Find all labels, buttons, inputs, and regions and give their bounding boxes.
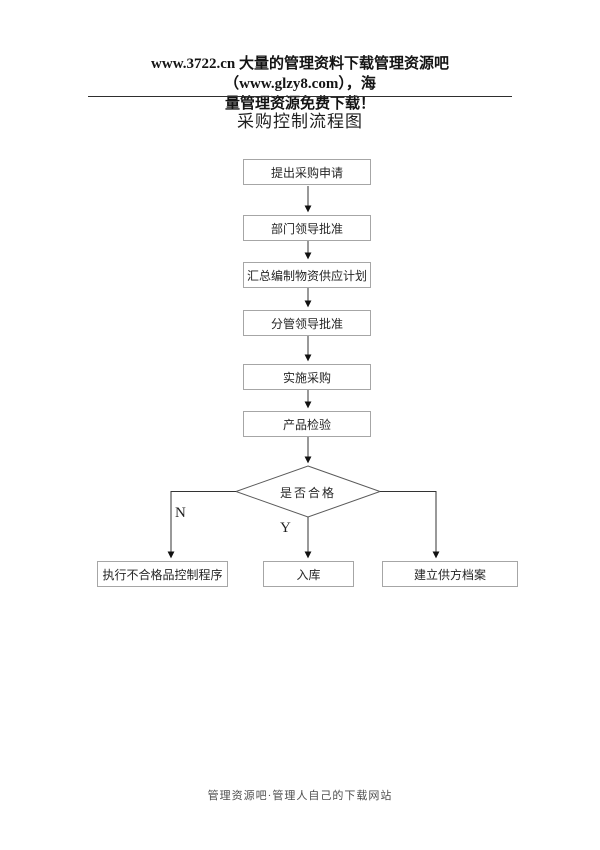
flow-step-product-inspection: 产品检验	[243, 411, 371, 437]
outcome-nonconforming-control: 执行不合格品控制程序	[97, 561, 228, 587]
flow-step-supply-plan: 汇总编制物资供应计划	[243, 262, 371, 288]
flow-step-dept-approval: 部门领导批准	[243, 215, 371, 241]
site-header: www.3722.cn 大量的管理资料下载管理资源吧（www.glzy8.com…	[88, 54, 512, 114]
branch-label-no: N	[175, 505, 186, 521]
outcome-supplier-file: 建立供方档案	[382, 561, 518, 587]
flow-step-leader-approval: 分管领导批准	[243, 310, 371, 336]
branch-supplier-elbow	[380, 491, 440, 559]
header-text-line: 量管理资源免费下载！	[224, 96, 375, 112]
header-divider	[88, 96, 512, 97]
branch-label-yes: Y	[280, 520, 291, 536]
decision-label: 是否合格	[279, 486, 336, 500]
header-text-line: www.3722.cn 大量的管理资料下载管理资源吧（www.glzy8.com…	[151, 56, 449, 92]
outcome-warehouse-entry: 入库	[263, 561, 354, 587]
flow-step-execute-purchase: 实施采购	[243, 364, 371, 390]
page-title: 采购控制流程图	[237, 112, 363, 131]
footer-text: 管理资源吧·管理人自己的下载网站	[207, 790, 393, 802]
flow-step-purchase-request: 提出采购申请	[243, 159, 371, 185]
branch-no-elbow	[167, 491, 236, 559]
